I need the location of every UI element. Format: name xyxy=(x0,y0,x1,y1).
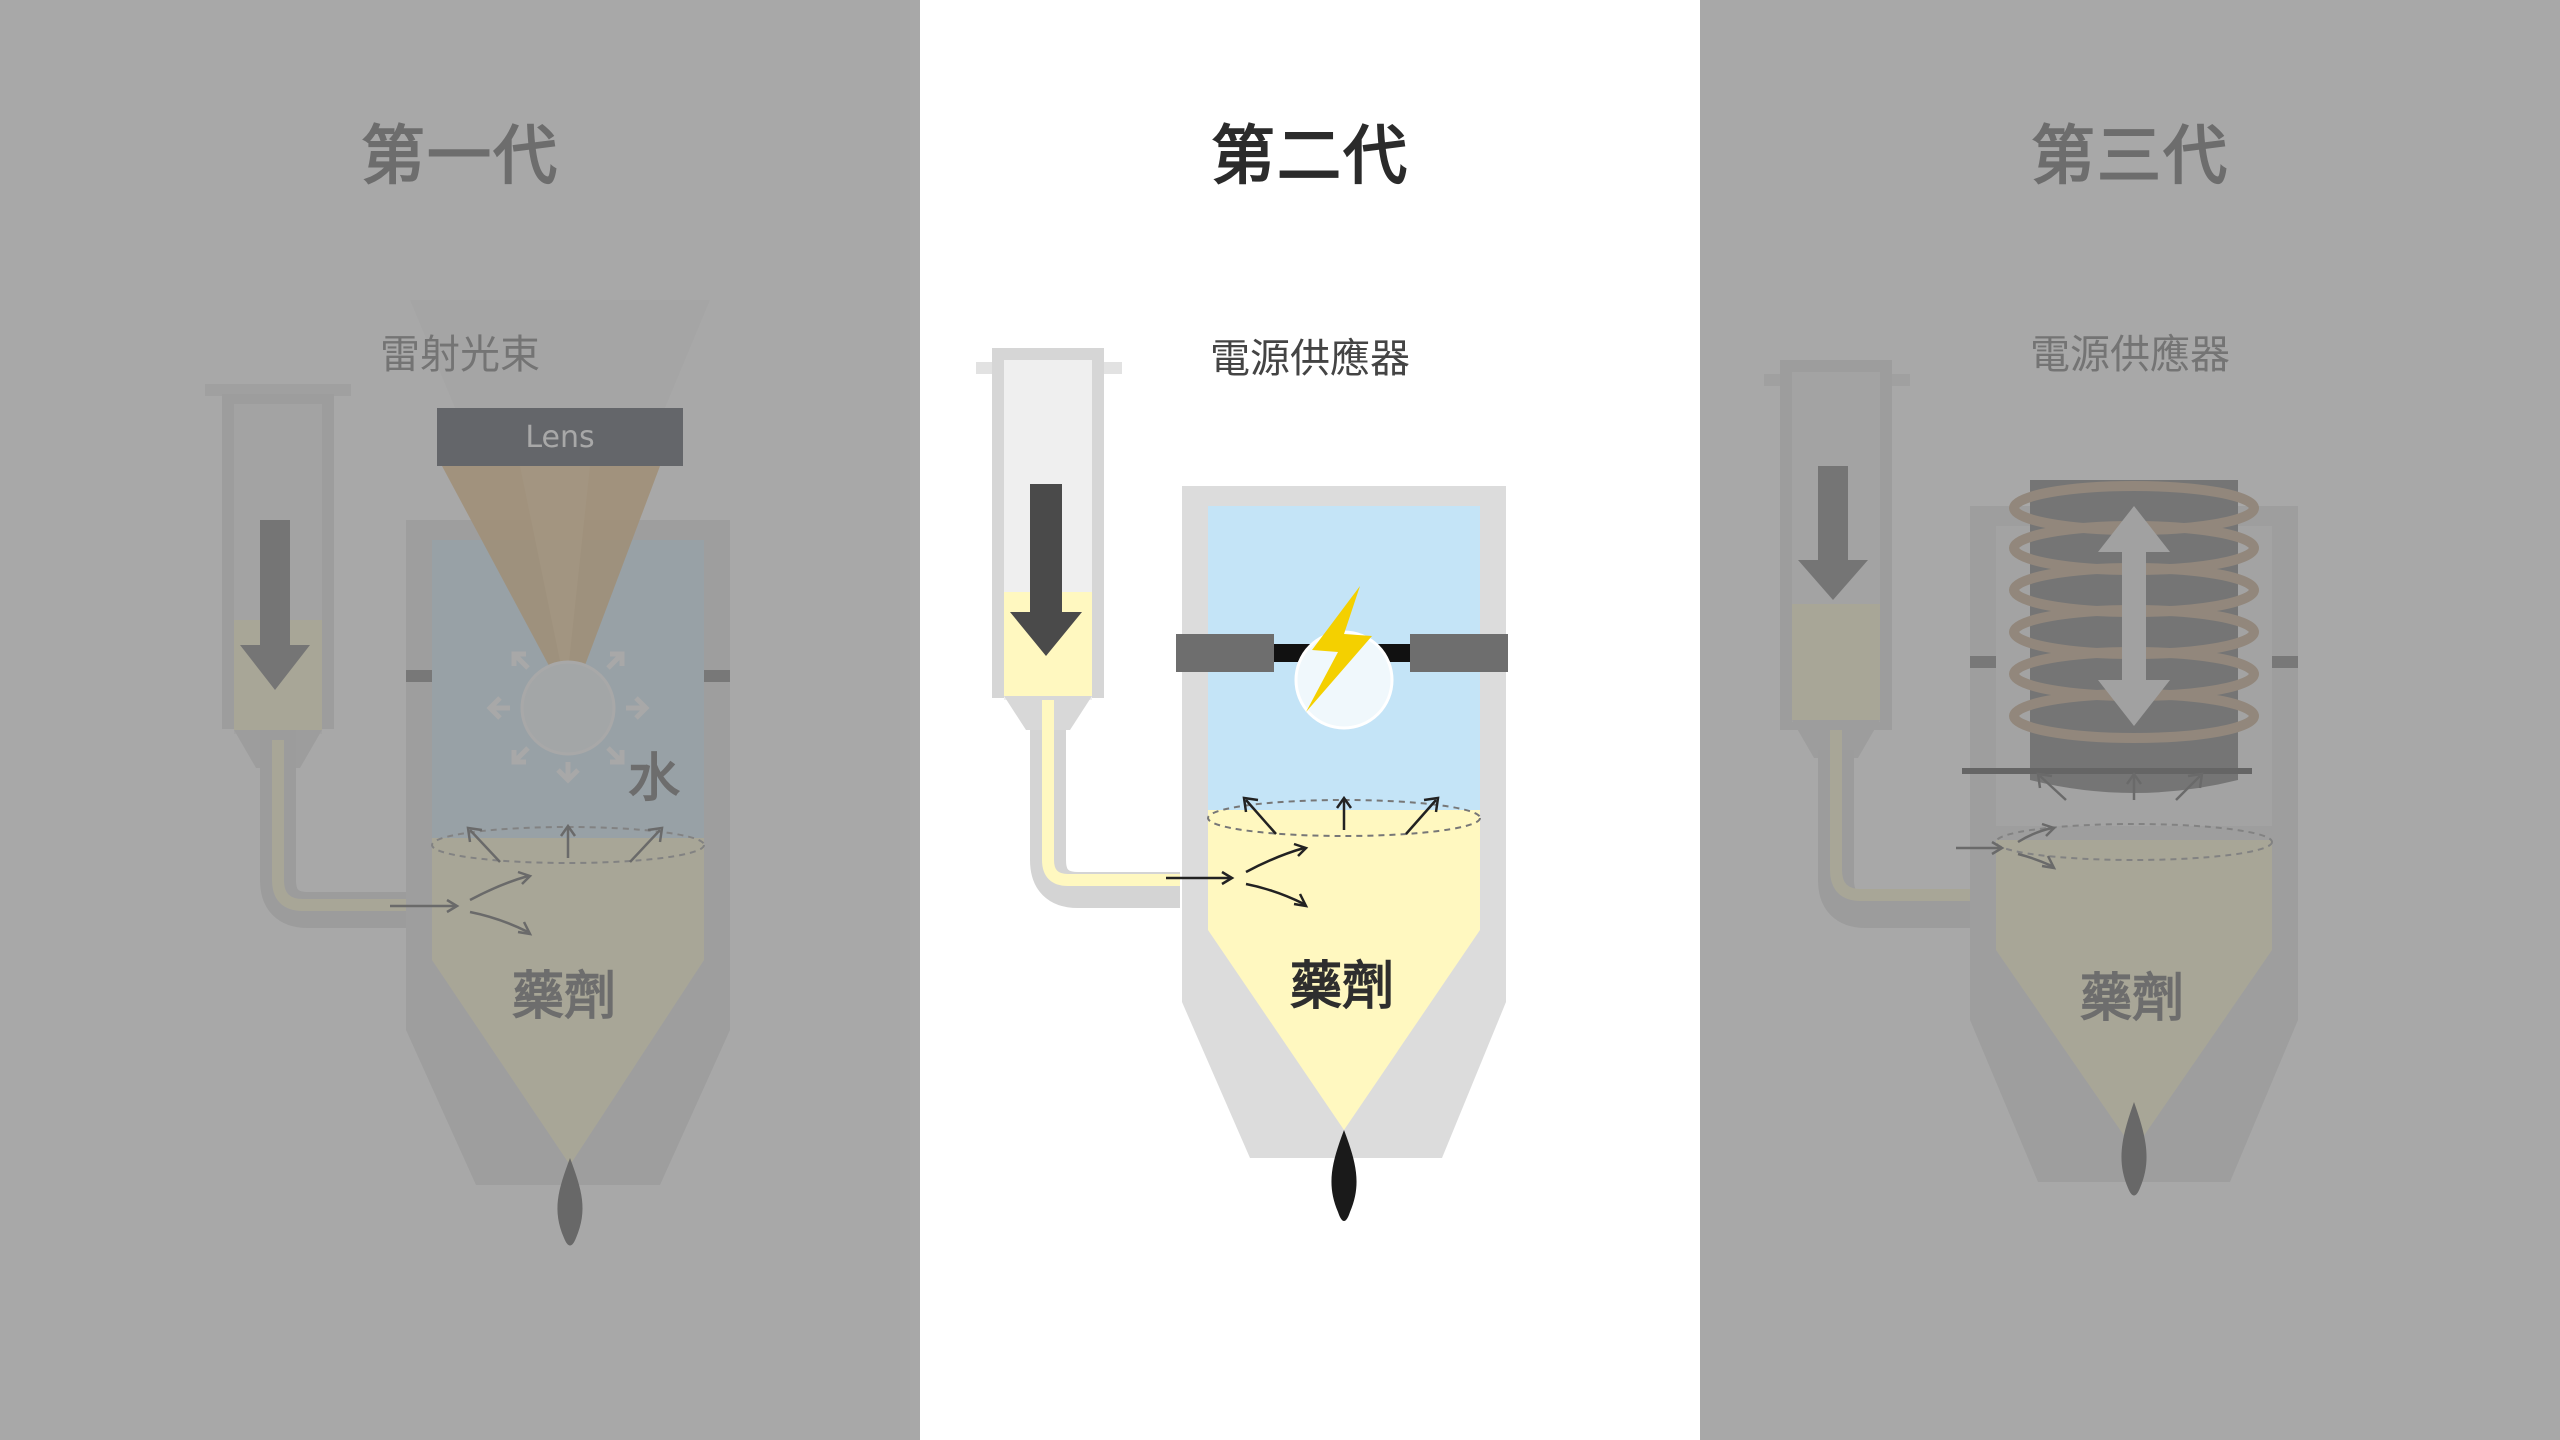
drug-label: 藥劑 xyxy=(1290,957,1395,1017)
chamber-band-right xyxy=(704,670,730,682)
syringe-tube xyxy=(1030,730,1180,908)
syringe-tube xyxy=(1818,750,1980,928)
chamber-band-left xyxy=(406,670,432,682)
electrode-right xyxy=(1410,634,1508,672)
cavitation-bubble xyxy=(520,660,616,756)
chamber-band-left xyxy=(1970,656,1996,668)
chamber-band-right xyxy=(2272,656,2298,668)
droplet xyxy=(1331,1130,1357,1221)
membrane-line xyxy=(1962,768,2252,774)
syringe-tube-drug xyxy=(1042,700,1180,886)
power-supply-label: 電源供應器 xyxy=(1210,336,1410,382)
panel-first-generation: 第一代 雷射光束 Lens 水 藥劑 xyxy=(0,0,920,1440)
panel-second-generation: 第二代 電源供應器 藥劑 xyxy=(920,0,1700,1440)
panel-third-generation: 第三代 電源供應器 藥劑 xyxy=(1700,0,2560,1440)
power-supply-label: 電源供應器 xyxy=(2030,332,2230,378)
drug-label: 藥劑 xyxy=(512,967,617,1027)
drug-label: 藥劑 xyxy=(2080,969,2185,1029)
plunger-arrow xyxy=(1010,484,1082,656)
syringe-drug xyxy=(1792,604,1880,720)
first-gen-diagram xyxy=(205,300,730,1246)
panel-title: 第一代 xyxy=(361,120,559,194)
second-gen-diagram xyxy=(976,348,1508,1221)
flow-arrows xyxy=(1166,795,1440,908)
lightning-icon xyxy=(1306,586,1372,712)
electrode-left xyxy=(1176,634,1274,672)
panel-title: 第二代 xyxy=(1211,120,1409,194)
chamber-drug xyxy=(1208,810,1480,1130)
laser-beam-label: 雷射光束 xyxy=(380,332,540,378)
panel-title: 第三代 xyxy=(2031,120,2229,194)
third-gen-diagram xyxy=(1764,360,2298,1196)
lens-label: Lens xyxy=(437,408,683,466)
water-label: 水 xyxy=(628,749,681,809)
